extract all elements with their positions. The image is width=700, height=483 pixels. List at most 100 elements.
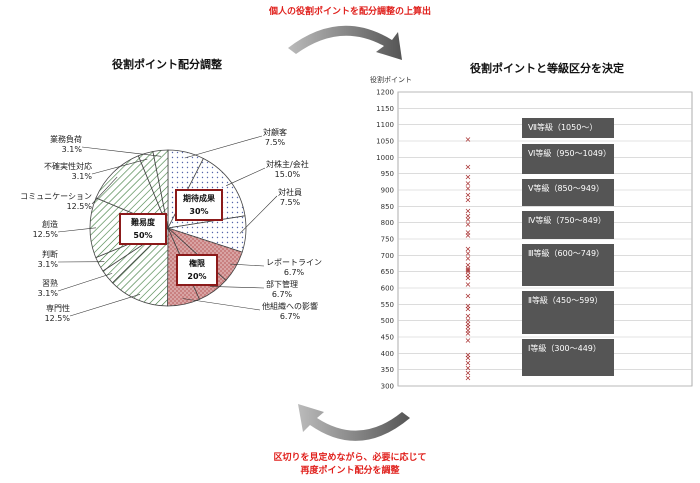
- data-point-0: ×: [465, 135, 472, 144]
- data-point-5: ×: [465, 190, 472, 199]
- y-tick-1100: 1100: [376, 121, 394, 129]
- data-point-16: ×: [465, 261, 472, 270]
- data-point-29: ×: [465, 323, 472, 332]
- y-tick-550: 550: [381, 301, 394, 309]
- data-point-35: ×: [465, 359, 472, 368]
- y-tick-1200: 1200: [376, 89, 394, 97]
- grade-box-2: Ⅵ等級（950～1049）: [522, 144, 614, 174]
- data-point-24: ×: [465, 301, 472, 310]
- pie-leader-0: [184, 135, 263, 159]
- y-tick-1150: 1150: [376, 105, 394, 113]
- data-point-1: ×: [465, 163, 472, 172]
- bottom-curved-arrow: [298, 404, 410, 441]
- y-axis-title: 役割ポイント: [370, 75, 412, 84]
- y-tick-labels: 3003504004505005506006507007508008509009…: [376, 89, 394, 391]
- data-point-36: ×: [465, 364, 472, 373]
- data-point-3: ×: [465, 179, 472, 188]
- pie-leader-12: [81, 146, 162, 157]
- grade-box-6: Ⅱ等級（450～599）: [522, 291, 614, 334]
- data-point-30: ×: [465, 326, 472, 335]
- data-point-17: ×: [465, 264, 472, 273]
- pie-leader-2: [239, 195, 278, 234]
- data-point-2: ×: [465, 172, 472, 181]
- data-point-33: ×: [465, 350, 472, 359]
- grade-box-3: Ⅴ等級（850～949）: [522, 178, 614, 207]
- data-point-8: ×: [465, 212, 472, 221]
- bottom-note-line2: 再度ポイント配分を調整: [300, 466, 400, 476]
- pie-leader-11: [91, 158, 148, 175]
- data-point-27: ×: [465, 316, 472, 325]
- pie-chart: [57, 135, 278, 317]
- right-title: 役割ポイントと等級区分を決定: [470, 62, 624, 75]
- y-tick-800: 800: [381, 219, 394, 227]
- data-point-15: ×: [465, 254, 472, 263]
- data-point-20: ×: [465, 270, 472, 279]
- y-tick-1050: 1050: [376, 138, 394, 146]
- pie-leader-4: [210, 286, 265, 289]
- left-title: 役割ポイント配分調整: [112, 58, 222, 71]
- data-point-31: ×: [465, 329, 472, 338]
- data-point-10: ×: [465, 220, 472, 229]
- y-tick-650: 650: [381, 268, 394, 276]
- data-markers: ×××××××××××××××××××××××××××××××××××××××: [465, 135, 472, 382]
- grade-box-7: Ⅰ等級（300～449）: [522, 338, 614, 377]
- pie-leader-lines: [57, 135, 278, 317]
- grade-box-1: Ⅶ等級（1050～）: [522, 118, 614, 138]
- data-point-12: ×: [465, 231, 472, 240]
- data-point-34: ×: [465, 354, 472, 363]
- data-point-19: ×: [465, 267, 472, 276]
- data-point-23: ×: [465, 292, 472, 301]
- data-point-32: ×: [465, 336, 472, 345]
- y-tick-750: 750: [381, 236, 394, 244]
- pie-leader-5: [182, 298, 261, 311]
- data-point-7: ×: [465, 207, 472, 216]
- y-tick-1000: 1000: [376, 154, 394, 162]
- data-point-4: ×: [465, 184, 472, 193]
- pie-slices: [89, 149, 247, 307]
- y-tick-600: 600: [381, 285, 394, 293]
- pie-slice-12: [152, 149, 169, 229]
- data-point-22: ×: [465, 280, 472, 289]
- data-point-26: ×: [465, 311, 472, 320]
- grade-box-5: Ⅲ等級（600～749）: [522, 243, 614, 287]
- y-tick-450: 450: [381, 334, 394, 342]
- pie-leader-6: [69, 294, 141, 317]
- y-tick-350: 350: [381, 366, 394, 374]
- data-point-14: ×: [465, 249, 472, 258]
- grade-box-4: Ⅳ等級（750～849）: [522, 211, 614, 239]
- data-point-28: ×: [465, 319, 472, 328]
- data-point-11: ×: [465, 228, 472, 237]
- bottom-note-line1: 区切りを見定めながら、必要に応じて: [273, 453, 427, 463]
- pie-leader-9: [57, 227, 97, 233]
- data-point-13: ×: [465, 244, 472, 253]
- y-tick-850: 850: [381, 203, 394, 211]
- data-point-37: ×: [465, 368, 472, 377]
- pie-slice-6: [111, 227, 169, 307]
- y-tick-500: 500: [381, 317, 394, 325]
- y-tick-900: 900: [381, 187, 394, 195]
- data-point-18: ×: [465, 266, 472, 275]
- top-curved-arrow: [288, 25, 402, 60]
- top-note: 個人の役割ポイントを配分調整の上算出: [268, 7, 431, 17]
- y-tick-700: 700: [381, 252, 394, 260]
- data-point-6: ×: [465, 195, 472, 204]
- pie-leader-10: [91, 176, 118, 205]
- y-tick-300: 300: [381, 383, 394, 391]
